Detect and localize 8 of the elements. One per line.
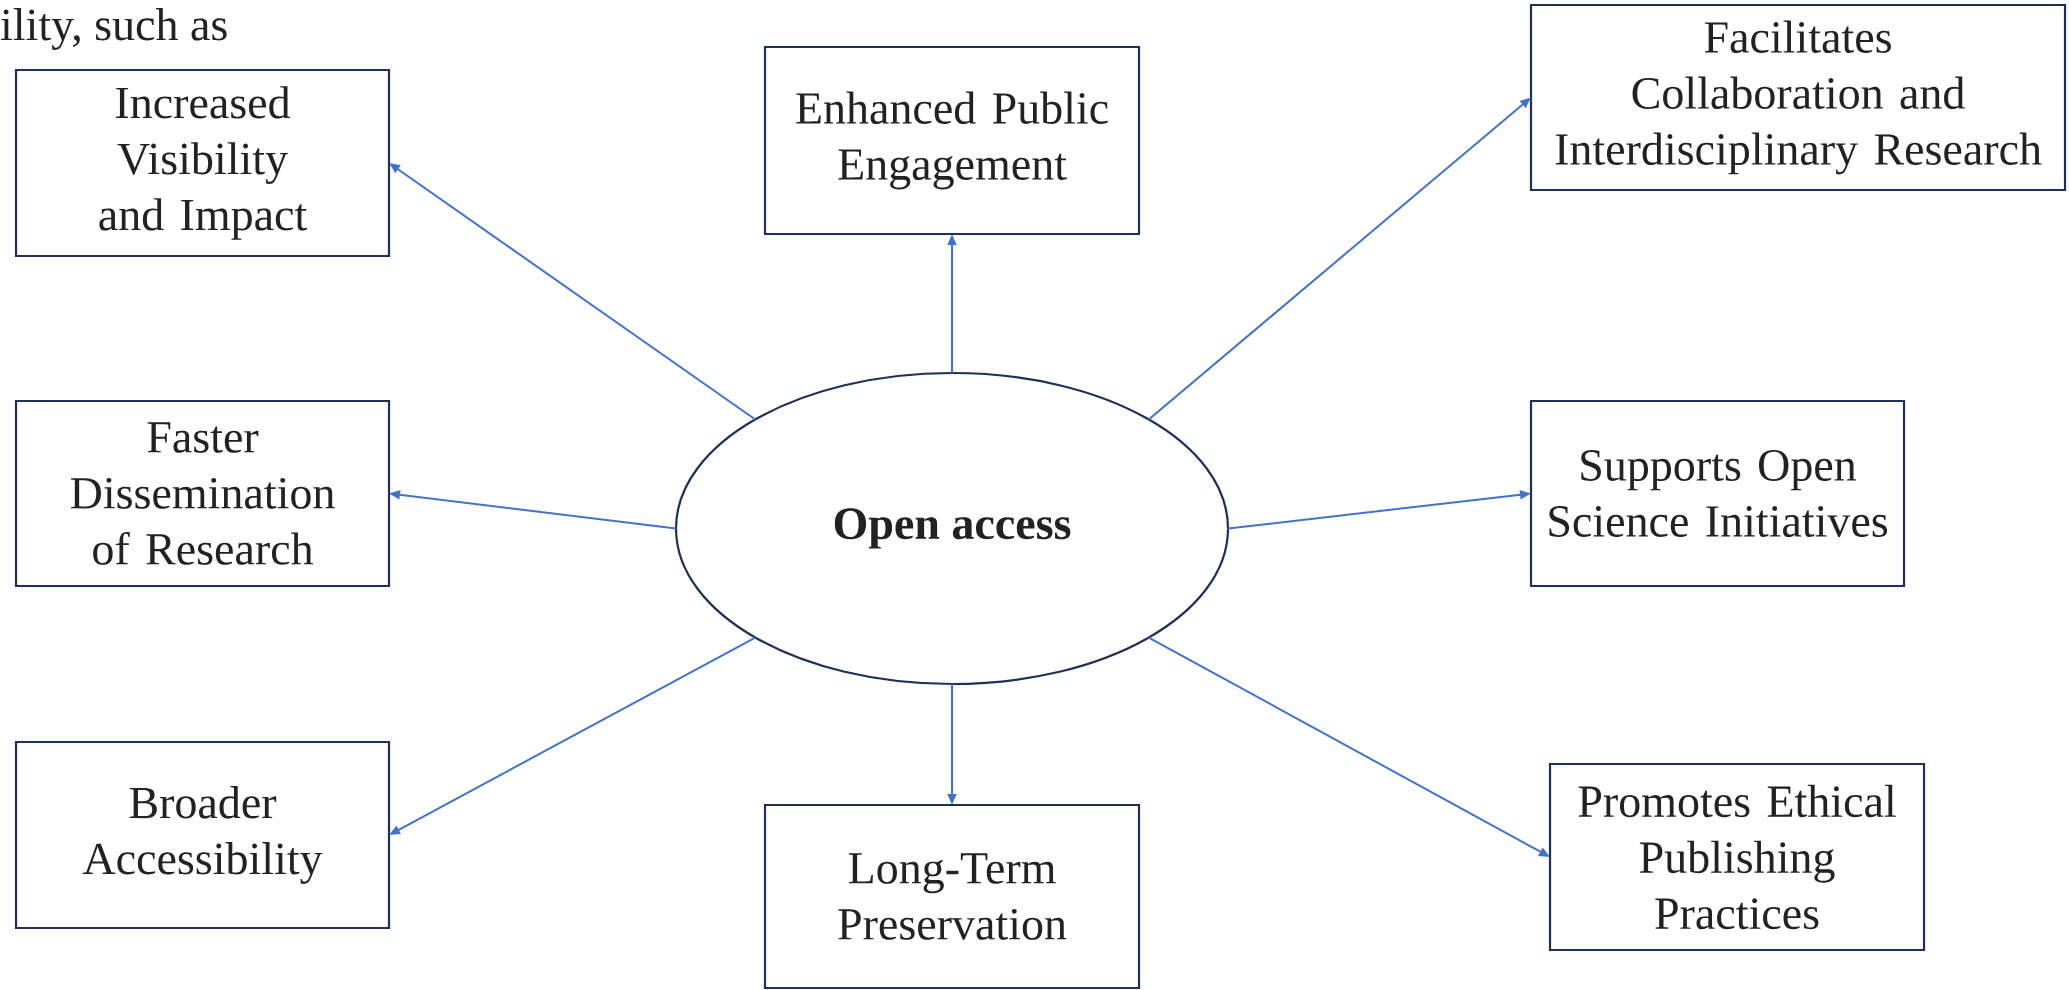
text-box: Increased Visibility and Impact: [14, 68, 391, 258]
text-box: Long-Term Preservation: [763, 803, 1141, 990]
text-box: Broader Accessibility: [14, 740, 391, 930]
text-box: Faster Dissemination of Research: [14, 399, 391, 588]
text-box: Promotes Ethical Publishing Practices: [1548, 762, 1926, 952]
text-box: Enhanced Public Engagement: [763, 45, 1141, 236]
text-box: Facilitates Collaboration and Interdisciplinary Research: [1529, 3, 2067, 192]
text-box: Supports Open Science Initiatives: [1529, 399, 1906, 588]
